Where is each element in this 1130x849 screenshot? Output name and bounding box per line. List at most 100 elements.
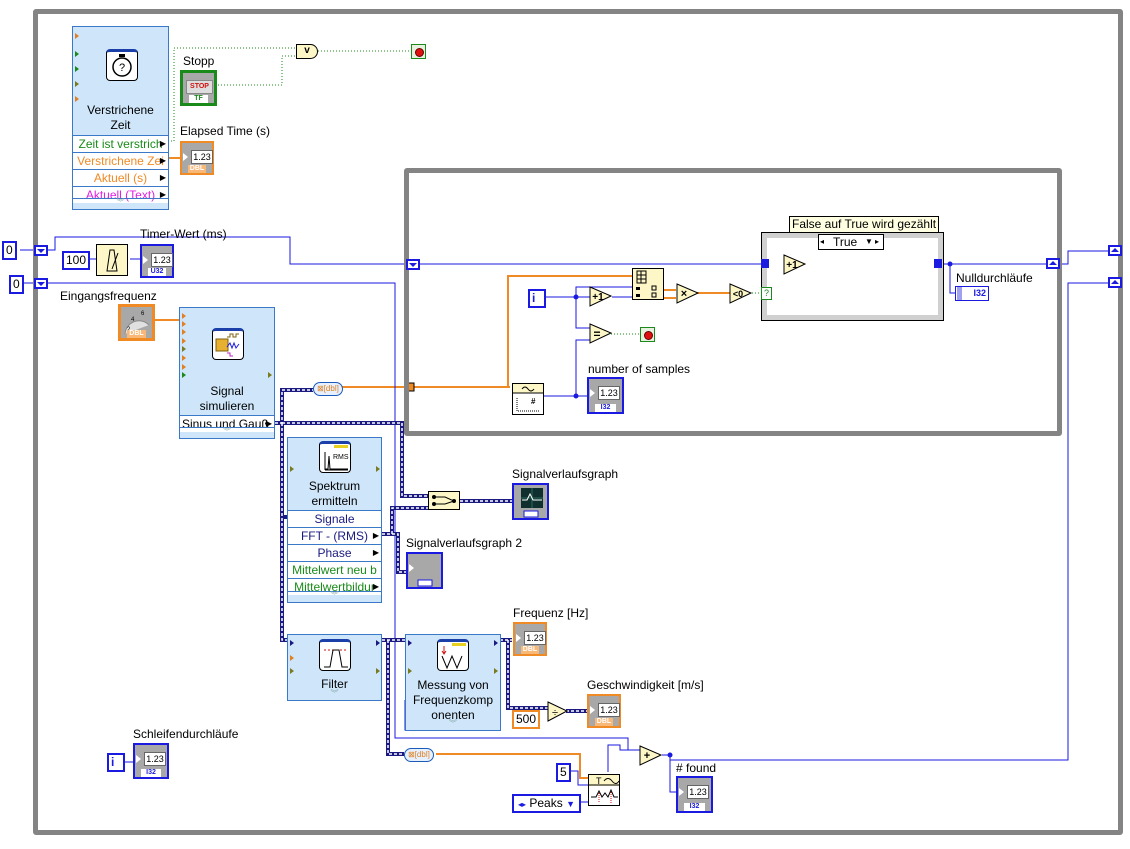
type-tag: I32: [595, 404, 616, 412]
indicator-value: 1.23: [598, 703, 620, 717]
iteration-terminal[interactable]: i: [107, 753, 125, 772]
convert-from-dynamic-data-2[interactable]: ⊠[dbl]: [404, 748, 434, 762]
output-current-s[interactable]: Aktuell (s)▶: [73, 169, 168, 186]
add-node[interactable]: +: [639, 745, 663, 767]
frequency-label: Frequenz [Hz]: [513, 606, 589, 620]
wait-ms-constant[interactable]: 100: [62, 251, 91, 270]
vi-title-2: Zeit: [110, 118, 131, 132]
wait-ms-metronome-icon[interactable]: [96, 244, 128, 276]
wire-iter: [543, 286, 632, 298]
input-restart-averaging[interactable]: Mittelwert neu b: [288, 561, 381, 578]
vi-title: Filter: [321, 677, 348, 691]
peak-width-constant[interactable]: 5: [556, 763, 571, 782]
type-tag: DBL: [188, 165, 206, 173]
shift-register-right-2[interactable]: [1108, 277, 1122, 288]
less-than-zero-node[interactable]: <0: [729, 283, 753, 305]
index-array-node[interactable]: [632, 268, 664, 300]
svg-text:T: T: [596, 776, 602, 786]
peak-detector-node[interactable]: T: [588, 774, 620, 806]
samples-indicator[interactable]: 1.23 I32: [587, 377, 624, 414]
inner-for-loop[interactable]: [404, 168, 1062, 436]
case-selector[interactable]: ◂ True ▼ ▸: [818, 234, 884, 250]
waveform-graph-2-terminal[interactable]: [406, 552, 443, 589]
input-frequency-knob[interactable]: 246 DBL: [118, 304, 155, 341]
wire-peak-out: [607, 744, 640, 772]
loop-count-indicator[interactable]: 1.23 I32: [133, 743, 169, 779]
case-prev-arrow-icon[interactable]: ◂: [820, 237, 825, 246]
type-tag: U32: [148, 268, 166, 276]
expand-handle[interactable]: ︾: [180, 427, 274, 438]
elapsed-time-express-vi[interactable]: ? Verstrichene Zeit Zeit ist verstrich▶ …: [72, 26, 169, 210]
increment-node[interactable]: +1: [589, 286, 613, 308]
inner-loop-stop-condition[interactable]: [640, 327, 655, 342]
shift-init-1[interactable]: 0: [2, 241, 17, 260]
or-gate[interactable]: v: [296, 44, 318, 59]
output-phase[interactable]: Phase▶: [288, 544, 381, 561]
elapsed-time-indicator[interactable]: 1.23 DBL: [180, 141, 214, 175]
output-fft-rms[interactable]: FFT - (RMS)▶: [288, 527, 381, 544]
case-increment-node[interactable]: +1: [783, 254, 807, 276]
wire-shift1-through: [47, 236, 406, 265]
expand-handle[interactable]: ︾: [449, 719, 457, 728]
timer-indicator[interactable]: 1.23 U32: [140, 244, 174, 278]
waveform-graph-1-label: Signalverlaufsgraph: [512, 467, 619, 481]
equal-node[interactable]: =: [589, 323, 613, 345]
found-label: # found: [676, 761, 717, 775]
divisor-constant[interactable]: 500: [512, 710, 541, 729]
array-size-node[interactable]: #: [512, 383, 544, 415]
shift-register-right-1[interactable]: [1108, 245, 1122, 256]
svg-text:÷: ÷: [552, 707, 558, 719]
wire-peak-data: [436, 753, 590, 779]
indicator-value: 1.23: [144, 752, 166, 766]
spectrum-express-vi[interactable]: RMS Spektrum ermitteln Signale FFT - (RM…: [287, 437, 382, 603]
expand-handle[interactable]: ︾: [73, 198, 168, 209]
vi-title-3: onenten: [431, 708, 475, 722]
shift-init-2[interactable]: 0: [9, 275, 24, 294]
shift-register-left-2[interactable]: [34, 278, 48, 289]
expand-handle[interactable]: ︾: [330, 689, 339, 698]
inner-shift-register-right[interactable]: [1046, 258, 1060, 269]
convert-from-dynamic-data[interactable]: ⊠[dbl]: [313, 382, 343, 396]
inner-shift-register-left[interactable]: [406, 259, 420, 270]
filter-express-vi[interactable]: Filter ︾: [287, 634, 382, 701]
stop-button-terminal[interactable]: STOP TF: [180, 70, 217, 106]
wire-iter-eq: [575, 297, 590, 329]
found-indicator[interactable]: 1.23 I32: [676, 776, 713, 813]
indicator-value: 1.23: [598, 386, 620, 400]
case-structure-label: False auf True wird gezählt: [789, 216, 940, 233]
simulate-signal-express-vi[interactable]: Signal simulieren Sinus und Gauß▶ ︾: [179, 307, 275, 439]
shift-register-left-1[interactable]: [34, 245, 48, 256]
loop-count-label: Schleifendurchläufe: [133, 727, 239, 741]
case-selector-terminal[interactable]: ?: [761, 287, 772, 300]
elapsed-time-label: Elapsed Time (s): [180, 124, 271, 138]
expand-handle[interactable]: ︾: [288, 591, 381, 602]
case-tunnel-out: [934, 259, 942, 268]
output-averaging-done[interactable]: Mittelwertbildur▶: [288, 578, 381, 595]
inner-iteration-terminal[interactable]: i: [528, 289, 546, 308]
frequency-measurement-express-vi[interactable]: Messung von Frequenzkomp onenten ︾: [405, 634, 501, 731]
divide-node[interactable]: ÷: [547, 701, 569, 723]
indicator-value: 1.23: [191, 150, 213, 164]
stopwatch-icon: ?: [106, 49, 138, 81]
case-dropdown-icon[interactable]: ▼: [865, 237, 873, 246]
merge-signals-node[interactable]: [428, 491, 460, 510]
wire-elapsed-bool: [168, 47, 296, 142]
outer-while-loop[interactable]: [33, 9, 1123, 835]
multiply-node[interactable]: ×: [676, 283, 700, 305]
wire-array-orange: [507, 275, 636, 387]
type-tag: I32: [684, 803, 705, 811]
frequency-indicator[interactable]: 1.23 DBL: [513, 622, 547, 656]
output-time-elapsed[interactable]: Zeit ist verstrich▶: [73, 135, 168, 152]
indicator-value: 1.23: [687, 785, 709, 799]
loop-stop-condition[interactable]: [411, 44, 426, 59]
output-elapsed-time[interactable]: Verstrichene Zei▶: [73, 152, 168, 169]
type-tag: DBL: [127, 330, 146, 338]
zero-crossings-indicator[interactable]: I32: [955, 286, 989, 301]
input-signals[interactable]: Signale: [288, 510, 381, 527]
case-next-arrow-icon[interactable]: ▸: [875, 237, 880, 246]
speed-indicator[interactable]: 1.23 DBL: [587, 694, 621, 728]
svg-text:+1: +1: [786, 260, 798, 271]
peaks-ring-selector[interactable]: ◂▸ Peaks ▼: [512, 794, 581, 813]
waveform-graph-1-terminal[interactable]: [512, 483, 549, 520]
wire-nulld: [949, 264, 956, 294]
